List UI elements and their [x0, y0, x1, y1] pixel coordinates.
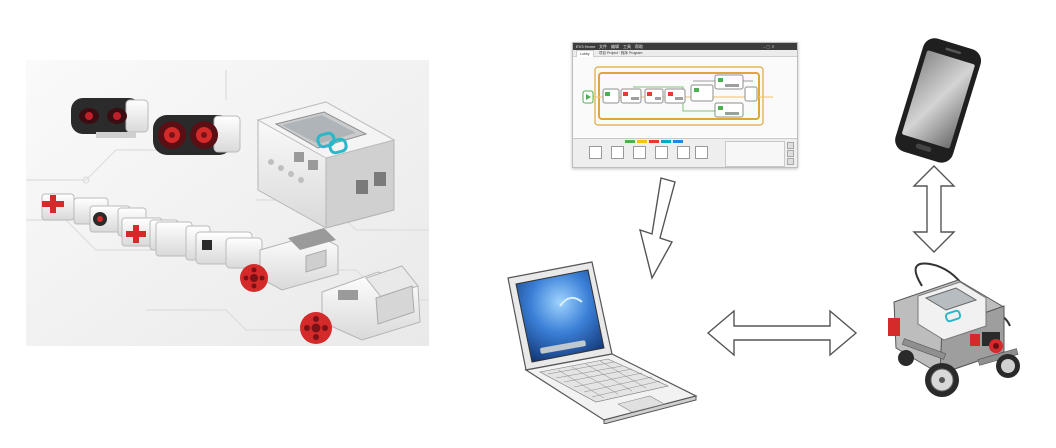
program-blocks-diagram	[582, 66, 773, 126]
palette-tab-advanced[interactable]	[673, 140, 683, 143]
menu-item-file[interactable]: 文件	[599, 44, 607, 49]
ultrasonic-sensor-icon	[153, 115, 241, 155]
palette-block[interactable]	[589, 146, 602, 159]
palette-block[interactable]	[611, 146, 624, 159]
large-motor-icon	[300, 265, 421, 344]
robot-icon	[888, 262, 1020, 397]
palette-block[interactable]	[677, 146, 690, 159]
menu-item-tools[interactable]: 工具	[623, 44, 631, 49]
menu-item-edit[interactable]: 编辑	[611, 44, 619, 49]
palette-tab-flow[interactable]	[637, 140, 647, 143]
hardware-button[interactable]	[787, 158, 794, 165]
palette-tab-action[interactable]	[625, 140, 635, 143]
ev3-brick-icon	[256, 101, 396, 229]
down-arrow-icon	[639, 177, 676, 280]
ev3-kit-photo	[26, 60, 429, 346]
window-controls-icon[interactable]: – ▢ ✕	[763, 44, 775, 49]
vertical-double-arrow-icon	[912, 165, 956, 253]
programming-canvas[interactable]	[573, 57, 797, 137]
hardware-button[interactable]	[787, 142, 794, 149]
project-title: 项目 Project · 程序 Program	[599, 51, 643, 55]
ev3-kit-illustration	[26, 60, 429, 346]
menu-item-home[interactable]: EV3 Home	[576, 44, 596, 49]
programming-software-screenshot: EV3 Home 文件 编辑 工具 帮助 – ▢ ✕ Lobby 项目 Proj…	[572, 42, 798, 168]
palette-block[interactable]	[655, 146, 668, 159]
software-menubar: EV3 Home 文件 编辑 工具 帮助 – ▢ ✕	[573, 43, 797, 50]
infrared-sensor-icon	[71, 98, 149, 138]
medium-motor-icon	[240, 228, 339, 292]
palette-block[interactable]	[695, 146, 708, 159]
temperature-sensor-icon	[195, 231, 263, 269]
menu-item-help[interactable]: 帮助	[635, 44, 643, 49]
software-tabbar: Lobby 项目 Project · 程序 Program	[573, 50, 797, 58]
smartphone-icon	[895, 38, 982, 163]
hardware-button[interactable]	[787, 150, 794, 157]
horizontal-double-arrow-icon	[706, 309, 858, 357]
laptop-icon	[507, 261, 698, 424]
palette-block[interactable]	[633, 146, 646, 159]
palette-tab-sensor[interactable]	[661, 140, 671, 143]
hardware-page	[725, 141, 785, 167]
palette-tab-data[interactable]	[649, 140, 659, 143]
block-palette	[573, 138, 797, 167]
